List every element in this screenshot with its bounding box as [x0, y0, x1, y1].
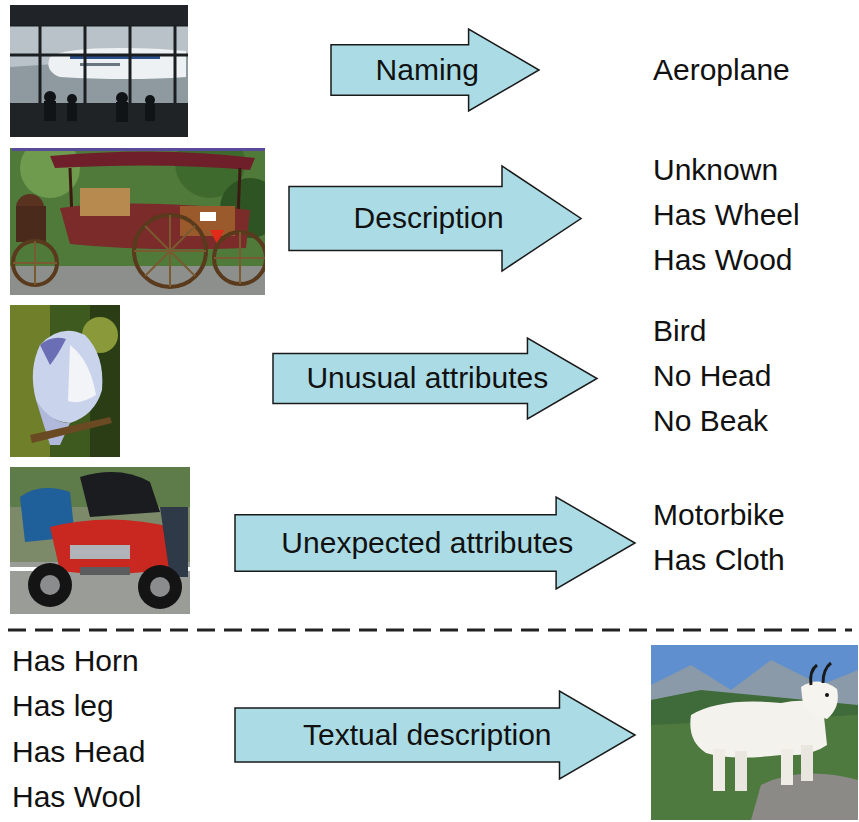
attribute-label: Has Wheel	[653, 198, 800, 233]
attribute-label: Has Wool	[12, 780, 142, 815]
attribute-label: Has Horn	[12, 644, 139, 679]
attribute-label: No Beak	[653, 404, 768, 439]
arrow-text: Naming	[376, 53, 479, 88]
arrow-text: Unusual attributes	[306, 361, 548, 396]
attribute-label: Has Wood	[653, 243, 793, 278]
attribute-label: Has Cloth	[653, 543, 785, 578]
arrow-node: Unusual attributes	[272, 337, 598, 420]
attribute-label: Has Head	[12, 735, 145, 770]
attribute-label: No Head	[653, 359, 771, 394]
attribute-label: Motorbike	[653, 498, 785, 533]
arrow-node: Description	[288, 165, 582, 272]
arrow-text: Description	[354, 201, 504, 236]
bird-photo	[10, 305, 120, 457]
arrow-text: Textual description	[303, 718, 551, 753]
motorbike-photo	[10, 467, 190, 614]
arrow-node: Unexpected attributes	[234, 496, 636, 590]
separator-line	[0, 622, 859, 638]
attribute-label: Has leg	[12, 689, 114, 724]
arrow-node: Naming	[330, 28, 540, 112]
arrow-outline	[235, 497, 635, 589]
arrow-outline	[235, 691, 635, 779]
arrow-node: Textual description	[234, 690, 636, 780]
aeroplane-photo	[10, 5, 188, 137]
attribute-label: Unknown	[653, 153, 778, 188]
arrow-outline	[331, 29, 539, 111]
attribute-label: Aeroplane	[653, 53, 790, 88]
arrow-outline	[289, 166, 581, 271]
arrow-outline	[273, 338, 597, 419]
goat-photo	[651, 645, 858, 820]
carriage-photo	[10, 148, 265, 295]
attribute-label: Bird	[653, 314, 706, 349]
arrow-text: Unexpected attributes	[281, 526, 573, 561]
